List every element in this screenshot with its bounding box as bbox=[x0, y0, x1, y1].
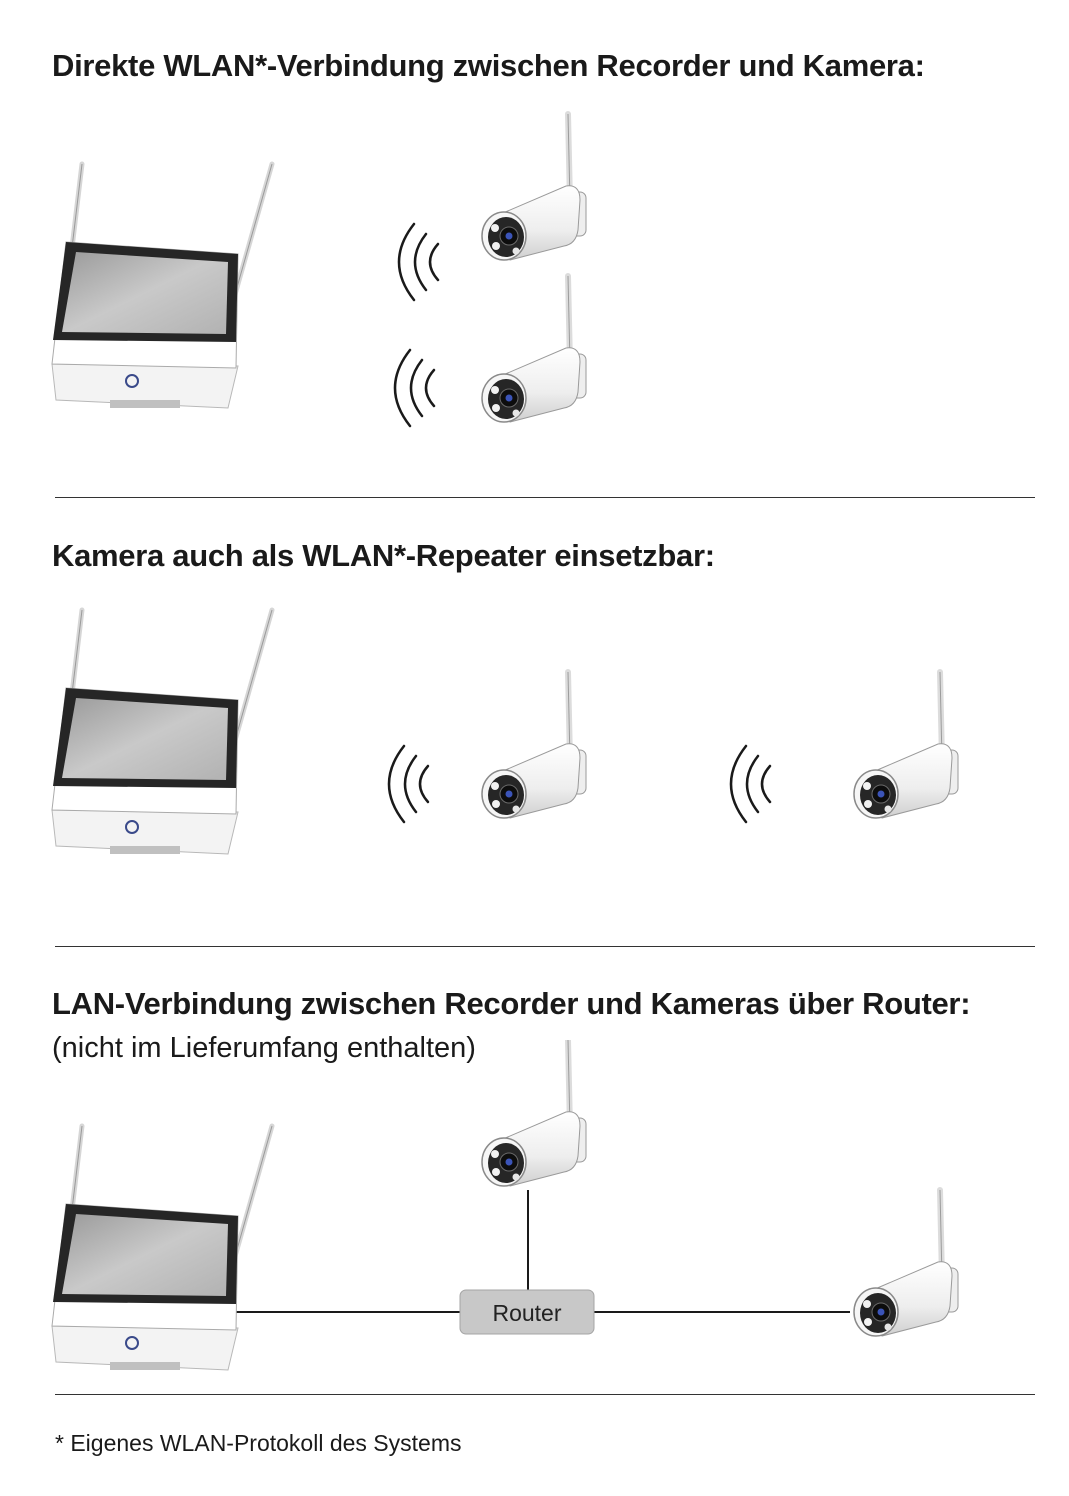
wifi-signal-icon bbox=[729, 744, 772, 824]
section3-title: LAN-Verbindung zwischen Recorder und Kam… bbox=[52, 986, 971, 1021]
direct-wlan-diagram bbox=[0, 100, 1069, 428]
router-label: Router bbox=[492, 1300, 561, 1326]
wifi-camera-icon bbox=[854, 672, 958, 818]
wifi-signal-icon bbox=[397, 222, 440, 302]
repeater-diagram bbox=[0, 600, 1069, 920]
footnote: * Eigenes WLAN-Protokoll des Systems bbox=[55, 1430, 462, 1456]
wifi-camera-icon bbox=[482, 672, 586, 818]
recorder-monitor-icon bbox=[52, 1126, 272, 1370]
wifi-camera-icon bbox=[482, 276, 586, 422]
recorder-monitor-icon bbox=[52, 610, 272, 854]
section-divider bbox=[55, 946, 1035, 947]
wifi-camera-icon bbox=[482, 114, 586, 260]
section-divider bbox=[55, 497, 1035, 498]
wifi-signal-icon bbox=[387, 744, 430, 824]
recorder-monitor-icon bbox=[52, 164, 272, 408]
lan-router-diagram: Router bbox=[0, 1040, 1069, 1380]
section1-title: Direkte WLAN*-Verbindung zwischen Record… bbox=[52, 48, 925, 83]
wifi-camera-icon bbox=[854, 1190, 958, 1336]
section-divider bbox=[55, 1394, 1035, 1395]
wifi-signal-icon bbox=[393, 348, 436, 428]
section3-subtitle: (nicht im Lieferumfang enthalten) bbox=[52, 1032, 476, 1064]
wifi-camera-icon bbox=[482, 1040, 586, 1186]
router-icon: Router bbox=[459, 1289, 595, 1335]
section2-title: Kamera auch als WLAN*-Repeater einsetzba… bbox=[52, 538, 715, 573]
